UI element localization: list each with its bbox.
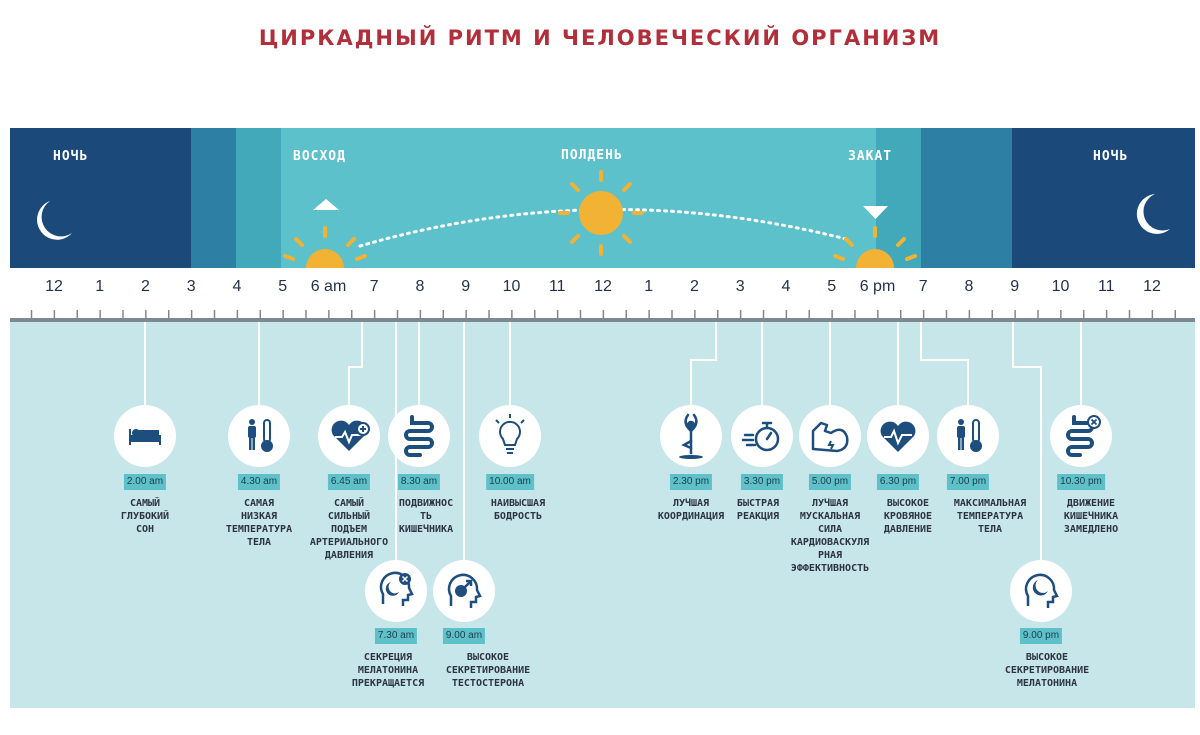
event-label: МАКСИМАЛЬНАЯ ТЕМПЕРАТУРА ТЕЛА (953, 498, 1027, 535)
hour-label: 10 (502, 278, 521, 295)
time-badge: 6.30 pm (876, 474, 920, 490)
intestine-icon (388, 405, 450, 467)
events-panel (10, 320, 1195, 708)
hour-label: 8 (964, 278, 974, 295)
dusk-zone (921, 128, 1012, 268)
hour-label: 9 (461, 278, 471, 295)
event-label: ЛУЧШАЯ КООРДИНАЦИЯ (657, 498, 725, 522)
person-thermometer-icon (228, 405, 290, 467)
noon-label: ПОЛДЕНЬ (561, 148, 623, 163)
moon-right-icon (1136, 194, 1170, 234)
time-badge: 3.30 pm (740, 474, 784, 490)
hour-label: 1 (95, 278, 105, 295)
hour-label: 7 (918, 278, 928, 295)
lightbulb-icon (479, 405, 541, 467)
night-right-label: НОЧЬ (1093, 149, 1129, 164)
hour-label: 7 (369, 278, 379, 295)
event-label: САМЫЙ ГЛУБОКИЙ СОН (120, 498, 170, 535)
head-moon-icon (1010, 560, 1072, 622)
heart-plus-icon (318, 405, 380, 467)
hour-label: 4 (232, 278, 242, 295)
hour-label: 11 (548, 278, 566, 295)
dawn-zone (191, 128, 236, 268)
event-label: ПОДВИЖНОС ТЬ КИШЕЧНИКА (398, 498, 454, 535)
hour-label: 12 (594, 278, 612, 295)
time-badge: 7.00 pm (946, 474, 990, 490)
head-moon-x-icon (365, 560, 427, 622)
sunrise-triangle-icon (313, 199, 339, 210)
time-badge: 6.45 am (327, 474, 371, 490)
time-badge: 2.30 pm (669, 474, 713, 490)
hour-label: 8 (415, 278, 425, 295)
yoga-pose-icon (660, 405, 722, 467)
hour-label: 9 (1010, 278, 1020, 295)
person-thermometer-icon (937, 405, 999, 467)
event-label: ВЫСОКОЕ КРОВЯНОЕ ДАВЛЕНИЕ (883, 498, 933, 535)
stopwatch-icon (731, 405, 793, 467)
sunset-label: ЗАКАТ (848, 149, 893, 164)
moon-left-icon (37, 201, 72, 240)
event-label: НАИВЫСШАЯ БОДРОСТЬ (490, 498, 546, 522)
hour-label: 12 (45, 278, 63, 295)
hour-label: 5 (278, 278, 288, 295)
night-right-zone (1012, 128, 1195, 268)
hour-label: 5 (827, 278, 837, 295)
head-male-icon (433, 560, 495, 622)
hour-label: 6 am (310, 278, 347, 295)
hour-label: 3 (186, 278, 196, 295)
event-label: ВЫСОКОЕ СЕКРЕТИРОВАНИЕ ТЕСТОСТЕРОНА (445, 652, 531, 689)
night-left-label: НОЧЬ (53, 149, 89, 164)
time-badge: 2.00 am (123, 474, 167, 490)
hour-ruler (10, 268, 1195, 320)
sunset-triangle-icon (863, 206, 888, 219)
hour-label: 12 (1143, 278, 1161, 295)
bed-icon (114, 405, 176, 467)
hour-label: 2 (141, 278, 150, 295)
event-label: ЛУЧШАЯ МУСКАЛЬНАЯ СИЛА КАРДИОВАСКУЛЯ РНА… (790, 498, 870, 574)
time-badge: 9.00 am (442, 628, 486, 644)
event-label: ДВИЖЕНИЕ КИШЕЧНИКА ЗАМЕДЛЕНО (1063, 498, 1119, 535)
hour-label: 6 pm (859, 278, 896, 295)
hour-label: 3 (735, 278, 745, 295)
time-badge: 7.30 am (374, 628, 418, 644)
twilight-zone (236, 128, 281, 268)
hour-label: 10 (1051, 278, 1070, 295)
event-label: СЕКРЕЦИЯ МЕЛАТОНИНА ПРЕКРАЩАЕТСЯ (351, 652, 425, 689)
muscle-arm-icon (799, 405, 861, 467)
time-badge: 8.30 am (397, 474, 441, 490)
event-label: ВЫСОКОЕ СЕКРЕТИРОВАНИЕ МЕЛАТОНИНА (1004, 652, 1090, 689)
time-badge: 9.00 pm (1019, 628, 1063, 644)
heart-pulse-icon (867, 405, 929, 467)
event-label: БЫСТРАЯ РЕАКЦИЯ (736, 498, 780, 522)
time-badge: 4.30 am (237, 474, 281, 490)
night-left-zone (10, 128, 191, 268)
event-label: САМЫЙ СИЛЬНЫЙ ПОДЪЕМ АРТЕРИАЛЬНОГО ДАВЛЕ… (309, 498, 389, 561)
page-title: ЦИРКАДНЫЙ РИТМ И ЧЕЛОВЕЧЕСКИЙ ОРГАНИЗМ (258, 26, 942, 50)
time-badge: 5.00 pm (808, 474, 852, 490)
time-badge: 10.30 pm (1057, 474, 1105, 490)
sky-svg (10, 128, 1195, 287)
hour-label: 4 (781, 278, 791, 295)
sky-band: НОЧЬ ВОСХОД ПОЛДЕНЬ ЗАКАТ НОЧЬ (10, 128, 1195, 287)
event-label: САМАЯ НИЗКАЯ ТЕМПЕРАТУРА ТЕЛА (225, 498, 293, 548)
sunrise-label: ВОСХОД (293, 149, 346, 164)
hour-label: 2 (690, 278, 699, 295)
time-badge: 10.00 am (486, 474, 534, 490)
intestine-x-icon (1050, 405, 1112, 467)
hour-label: 11 (1097, 278, 1115, 295)
noon-sun-icon (558, 170, 644, 256)
hour-label: 1 (644, 278, 654, 295)
